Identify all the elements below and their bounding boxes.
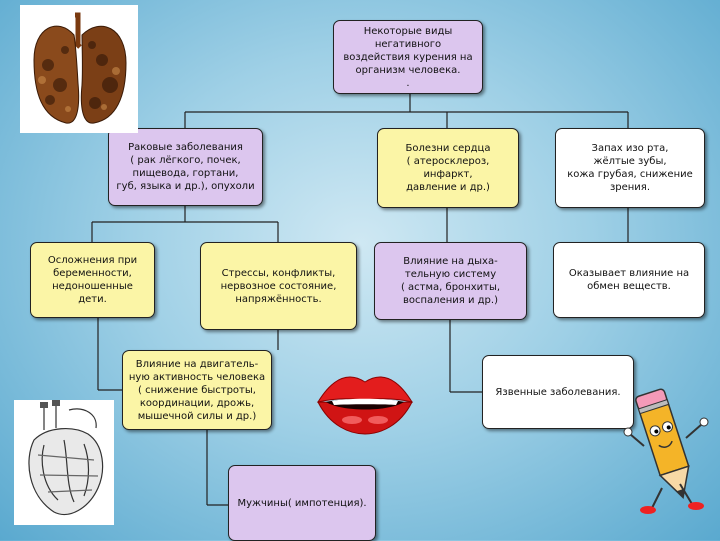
- metabolism-node: Оказывает влияние на обмен веществ.: [553, 242, 705, 318]
- root-node: Некоторые виды негативного воздействия к…: [333, 20, 483, 94]
- lips-image: [316, 376, 414, 435]
- heart-image: [14, 400, 114, 525]
- breathing-node: Влияние на дыха- тельную систему ( астма…: [374, 242, 527, 320]
- ulcer-node: Язвенные заболевания.: [482, 355, 634, 429]
- motor-activity-node: Влияние на двигатель- ную активность чел…: [122, 350, 272, 430]
- teeth-breath-node: Запах изо рта, жёлтые зубы, кожа грубая,…: [555, 128, 705, 208]
- lungs-image: [20, 5, 138, 133]
- pregnancy-node: Осложнения при беременности, недоношенны…: [30, 242, 155, 318]
- heart-disease-node: Болезни сердца ( атеросклероз, инфаркт, …: [377, 128, 519, 208]
- cancer-node: Раковые заболевания ( рак лёгкого, почек…: [108, 128, 263, 206]
- men-node: Мужчины( импотенция).: [228, 465, 376, 541]
- stress-node: Стрессы, конфликты, нервозное состояние,…: [200, 242, 357, 330]
- pencil-character-image: [623, 388, 709, 514]
